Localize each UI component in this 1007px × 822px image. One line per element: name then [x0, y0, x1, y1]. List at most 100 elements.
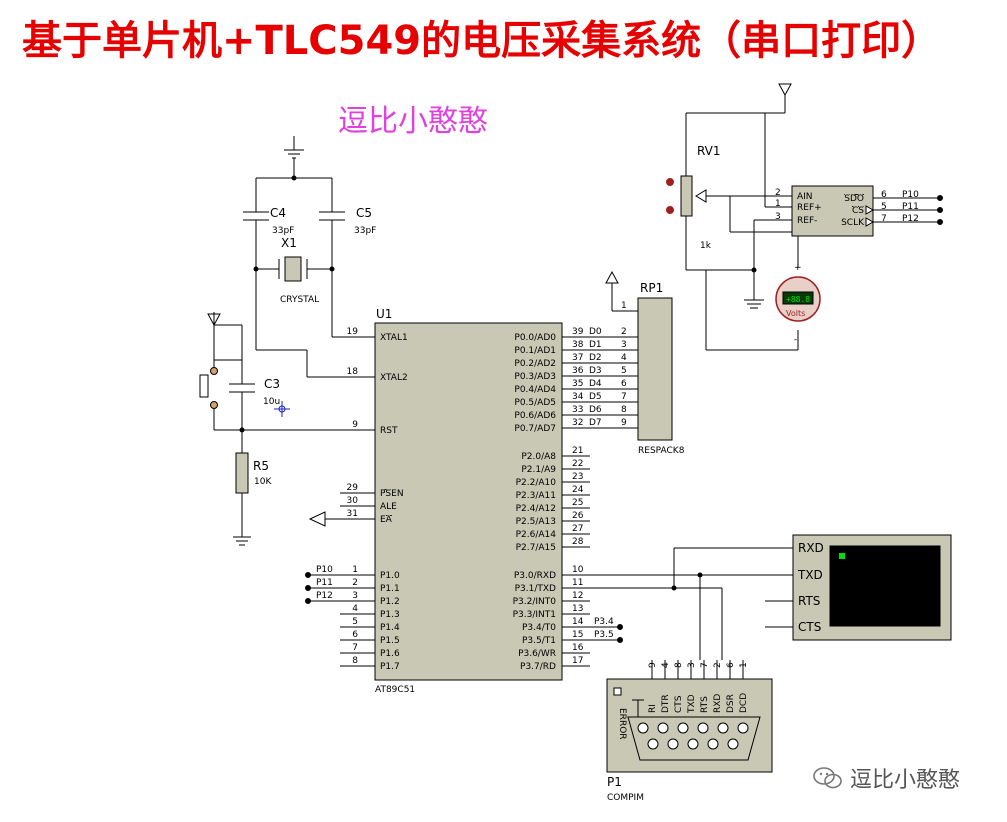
u1-right-pin-name: P2.4/A12	[516, 504, 556, 514]
u1-left-pin-name: P1.1	[380, 584, 400, 594]
x1-ref: X1	[281, 236, 297, 250]
c3-value: 10u	[263, 397, 280, 407]
tlc549-left-pin-num: 2	[775, 188, 781, 198]
tlc549-left-pin-name: AIN	[797, 192, 813, 202]
u1-left-pin-name: P1.6	[380, 649, 400, 659]
u1-right-pin-name: P3.1/TXD	[515, 584, 556, 594]
p1-pin-num: 1	[739, 662, 749, 668]
u1-left-pin-name: P1.4	[380, 623, 400, 633]
p1-net-label: P11	[316, 578, 333, 588]
u1-part: AT89C51	[375, 685, 415, 695]
tlc549-right-pin-name: SDO	[844, 194, 864, 204]
u1-right-pin-name: P0.6/AD6	[514, 411, 556, 421]
p1-net-label: P10	[316, 565, 333, 575]
terminal-pin-name: CTS	[798, 620, 821, 634]
u1-right-pin-num: 32	[572, 418, 583, 428]
d-bus-label: D1	[589, 340, 602, 350]
u1-right-pin-num: 35	[572, 379, 583, 389]
tlc549-left-pin-name: REF-	[797, 216, 817, 226]
u1-right-pin-num: 15	[572, 630, 583, 640]
tlc549-net-label: P11	[902, 202, 919, 212]
u1-right-pin-name: P3.2/INT0	[513, 597, 557, 607]
u1-left-pin-num: 4	[352, 604, 358, 614]
u1-right-pin-num: 25	[572, 498, 583, 508]
u1-right-pin-num: 16	[572, 643, 584, 653]
tlc549-net-label: P10	[902, 190, 919, 200]
p1-pin-name: DCD	[739, 693, 749, 713]
u1-left-pin-name: P1.0	[380, 571, 400, 581]
u1-right-pin-num: 22	[572, 459, 583, 469]
tlc549-left-pin-num: 3	[775, 212, 781, 222]
u1-left-pin-name: P1.2	[380, 597, 400, 607]
u1-right-pin-name: P3.5/T1	[522, 636, 556, 646]
u1-right-pin-name: P3.0/RXD	[514, 571, 556, 581]
p1-net-label: P12	[316, 591, 333, 601]
terminal-pin-name: TXD	[797, 568, 823, 582]
u1-right-pin-name: P0.3/AD3	[514, 372, 556, 382]
p1-pin-num: 3	[687, 662, 697, 668]
p3-net-label: P3.4	[594, 617, 614, 627]
u1-right-pin-num: 26	[572, 511, 584, 521]
r5-ref: R5	[253, 459, 269, 473]
x1-value: CRYSTAL	[280, 295, 319, 305]
rp1-pin-num: 2	[621, 327, 627, 337]
u1-right-pin-name: P2.1/A9	[521, 465, 556, 475]
u1-right-pin-name: P2.5/A13	[516, 517, 556, 527]
tlc549-net-label: P12	[902, 214, 919, 224]
u1-right-pin-num: 10	[572, 565, 584, 575]
rp1-pin-num: 6	[621, 379, 627, 389]
u1-left-pin-num: 1	[352, 565, 358, 575]
rp1-part: RESPACK8	[638, 446, 685, 456]
wechat-icon	[813, 767, 842, 789]
terminal-pin-name: RTS	[798, 594, 820, 608]
u1-left-pin-name: ALE	[380, 502, 397, 512]
u1-left-pin-num: 9	[352, 420, 358, 430]
voltmeter-display: +88.8	[786, 295, 810, 304]
u1-left-pin-num: 29	[347, 483, 359, 493]
rp1-pin-num: 7	[621, 392, 627, 402]
d-bus-label: D4	[589, 379, 602, 389]
rp1-ref: RP1	[640, 281, 663, 295]
tlc549-right-pin-name: SCLK	[841, 218, 865, 228]
d-bus-label: D7	[589, 418, 602, 428]
u1-right-pin-num: 28	[572, 537, 584, 547]
u1-right-pin-name: P2.2/A10	[516, 478, 557, 488]
p1-pin-num: 4	[661, 662, 671, 668]
p1-pin-num: 6	[726, 662, 736, 668]
u1-left-pin-num: 6	[352, 630, 358, 640]
rv1-value: 1k	[700, 241, 712, 251]
u1-right-pin-name: P3.7/RD	[520, 662, 556, 672]
u1-right-pin-num: 23	[572, 472, 583, 482]
u1-right-pin-num: 34	[572, 392, 584, 402]
voltmeter-unit: Volts	[786, 309, 805, 318]
terminal-pin-name: RXD	[798, 541, 824, 555]
p1-pin-num: 2	[713, 662, 723, 668]
u1-right-pin-num: 37	[572, 353, 583, 363]
u1-right-pin-name: P0.7/AD7	[514, 424, 556, 434]
d-bus-label: D6	[589, 405, 602, 415]
u1-right-pin-num: 14	[572, 617, 584, 627]
author-subtitle: 逗比小憨憨	[338, 104, 488, 139]
tlc549-right-pin-num: 7	[881, 214, 887, 224]
tlc549-right-pin-num: 5	[881, 202, 887, 212]
u1-left-pin-name: EA	[380, 515, 393, 525]
u1-right-pin-name: P3.6/WR	[518, 649, 556, 659]
u1-right-pin-num: 33	[572, 405, 583, 415]
p1-error: ERROR	[617, 708, 627, 740]
rp1-pin-num: 9	[621, 418, 627, 428]
u1-right-pin-num: 24	[572, 485, 584, 495]
voltmeter-minus: -	[794, 335, 797, 345]
u1-right-pin-name: P2.7/A15	[516, 543, 556, 553]
p1-pin-name: DTR	[661, 694, 671, 713]
pin-labels: 19XTAL118XTAL29RST29PSEN30ALE31EA1P1.02P…	[316, 188, 919, 714]
u1-right-pin-name: P0.2/AD2	[514, 359, 556, 369]
d-bus-label: D0	[589, 327, 602, 337]
u1-right-pin-name: P0.1/AD1	[514, 346, 556, 356]
p1-pin-num: 8	[674, 662, 684, 668]
watermark: 逗比小憨憨	[812, 762, 960, 794]
tlc549-right-pin-name: CS	[852, 206, 864, 216]
rp1-pin-num: 5	[621, 366, 627, 376]
p1-pin-name: RI	[648, 704, 658, 713]
u1-right-pin-num: 17	[572, 656, 583, 666]
